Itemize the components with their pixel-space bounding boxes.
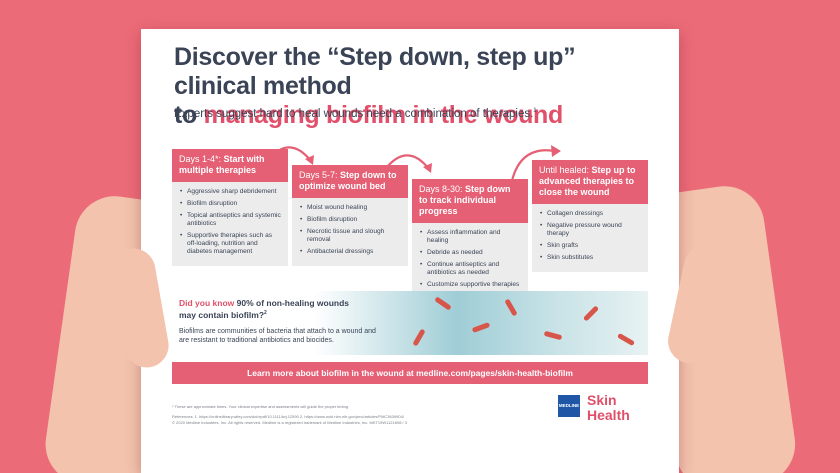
bacteria-illustration [582, 305, 600, 322]
references: References: 1. https://onlinelibrary.wil… [172, 414, 404, 419]
question-text: 90% of non-healing wounds may contain bi… [179, 298, 350, 320]
question-sup: 2 [264, 310, 267, 316]
title-line-1: Discover the “Step down, step up” clinic… [174, 43, 576, 100]
list-item: Moist wound healing [300, 204, 402, 212]
question-prefix: Did you know [179, 298, 237, 308]
column-header: Until healed: Step up to advanced therap… [532, 160, 648, 204]
header-action: Step down to track individual progress [419, 184, 511, 216]
title-accent: managing biofilm in the wound [203, 101, 564, 129]
learn-more-link[interactable]: Learn more about biofilm in the wound at… [172, 362, 648, 384]
list-item: Debride as needed [420, 249, 522, 257]
title-prefix: to [174, 101, 204, 129]
list-item: Collagen dressings [540, 210, 642, 218]
header-days: Days 5-7: [299, 170, 341, 180]
header-days: Days 8-30: [419, 184, 466, 194]
footnote: * These are approximate times. Your clin… [172, 404, 350, 409]
list-item: Biofilm disruption [300, 216, 402, 224]
column-days-8-30: Days 8-30: Step down to track individual… [412, 179, 528, 299]
list-item: Negative pressure wound therapy [540, 222, 642, 238]
column-list: Moist wound healing Biofilm disruption N… [292, 198, 408, 266]
list-item: Continue antiseptics and antibiotics as … [420, 261, 522, 277]
column-days-5-7: Days 5-7: Step down to optimize wound be… [292, 165, 408, 266]
column-list: Assess inflammation and healing Debride … [412, 223, 528, 299]
bacteria-illustration [412, 328, 426, 347]
subtitle-text: Experts suggest hard to heal wounds need… [174, 108, 534, 120]
header-days: Days 1-4*: [179, 154, 224, 164]
page-title: Discover the “Step down, step up” clinic… [174, 43, 654, 130]
arrow-step-up [509, 145, 561, 186]
header-action: Step down to optimize wound bed [299, 170, 397, 191]
column-header: Days 8-30: Step down to track individual… [412, 179, 528, 223]
column-until-healed: Until healed: Step up to advanced therap… [532, 160, 648, 272]
bacteria-illustration [471, 322, 491, 333]
skin-health-logo: Skin Health [587, 393, 630, 423]
list-item: Biofilm disruption [180, 200, 282, 208]
subtitle-sup: 1 [533, 108, 537, 115]
biofilm-description: Biofilms are communities of bacteria tha… [179, 328, 376, 344]
list-item: Supportive therapies such as off-loading… [180, 232, 282, 256]
bacteria-illustration [504, 298, 518, 317]
header-action: Step up to advanced therapies to close t… [539, 165, 636, 197]
bacteria-illustration [543, 330, 563, 341]
column-list: Aggressive sharp debridement Biofilm dis… [172, 182, 288, 266]
column-days-1-4: Days 1-4*: Start with multiple therapies… [172, 149, 288, 266]
biofilm-question: Did you know 90% of non-healing wounds m… [179, 298, 349, 320]
list-item: Assess inflammation and healing [420, 229, 522, 245]
list-item: Necrotic tissue and slough removal [300, 228, 402, 244]
logo-line-1: Skin [587, 392, 617, 408]
list-item: Topical antiseptics and systemic antibio… [180, 212, 282, 228]
column-list: Collagen dressings Negative pressure wou… [532, 204, 648, 272]
copyright: © 2020 Medline Industries, Inc. All righ… [172, 420, 407, 425]
logo-line-2: Health [587, 407, 630, 423]
subtitle: Experts suggest hard to heal wounds need… [174, 108, 537, 120]
bacteria-illustration [434, 296, 452, 311]
flyer-sheet: Discover the “Step down, step up” clinic… [141, 29, 679, 473]
title-line-2: to managing biofilm in the wound [174, 101, 654, 130]
medline-logo: MEDLINE [558, 395, 580, 417]
biofilm-banner: Did you know 90% of non-healing wounds m… [172, 291, 648, 355]
list-item: Customize supportive therapies [420, 281, 522, 289]
header-days: Until healed: [539, 165, 592, 175]
column-header: Days 5-7: Step down to optimize wound be… [292, 165, 408, 198]
bacteria-illustration [616, 332, 636, 347]
list-item: Antibacterial dressings [300, 248, 402, 256]
list-item: Skin substitutes [540, 254, 642, 262]
header-action: Start with multiple therapies [179, 154, 265, 175]
list-item: Aggressive sharp debridement [180, 188, 282, 196]
column-header: Days 1-4*: Start with multiple therapies [172, 149, 288, 182]
list-item: Skin grafts [540, 242, 642, 250]
